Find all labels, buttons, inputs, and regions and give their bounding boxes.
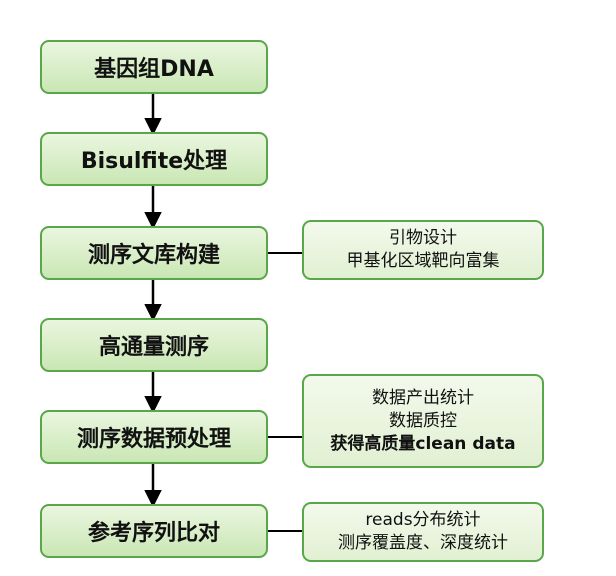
note-alignment-line-1: reads分布统计 [365,510,481,530]
step-preprocessing: 测序数据预处理 [40,410,268,464]
note-preprocess: 数据产出统计 数据质控 获得高质量clean data [302,374,544,468]
step-alignment: 参考序列比对 [40,504,268,558]
note-library: 引物设计 甲基化区域靶向富集 [302,220,544,280]
step-library-construction: 测序文库构建 [40,226,268,280]
step-bisulfite: Bisulfite处理 [40,132,268,186]
step-genomic-dna: 基因组DNA [40,40,268,94]
note-preprocess-line-3: 获得高质量clean data [330,433,516,454]
note-preprocess-line-1: 数据产出统计 [372,387,474,408]
note-alignment: reads分布统计 测序覆盖度、深度统计 [302,502,544,562]
note-library-line-2: 甲基化区域靶向富集 [346,251,500,271]
note-preprocess-line-2: 数据质控 [389,410,457,431]
note-library-line-1: 引物设计 [389,228,457,248]
step-sequencing: 高通量测序 [40,318,268,372]
note-alignment-line-2: 测序覆盖度、深度统计 [338,533,508,553]
